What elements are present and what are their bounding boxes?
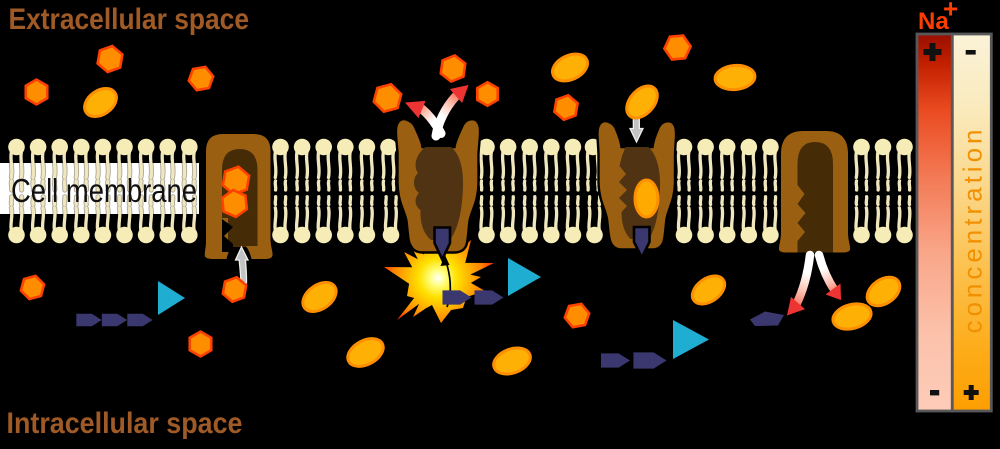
svg-text:Extracellular space: Extracellular space (9, 3, 250, 36)
svg-text:Cell membrane: Cell membrane (11, 172, 197, 209)
svg-text:concentration: concentration (958, 130, 988, 334)
svg-text:Intracellular space: Intracellular space (7, 407, 243, 440)
svg-text:+: + (943, 0, 958, 24)
svg-text:Na: Na (918, 8, 949, 35)
